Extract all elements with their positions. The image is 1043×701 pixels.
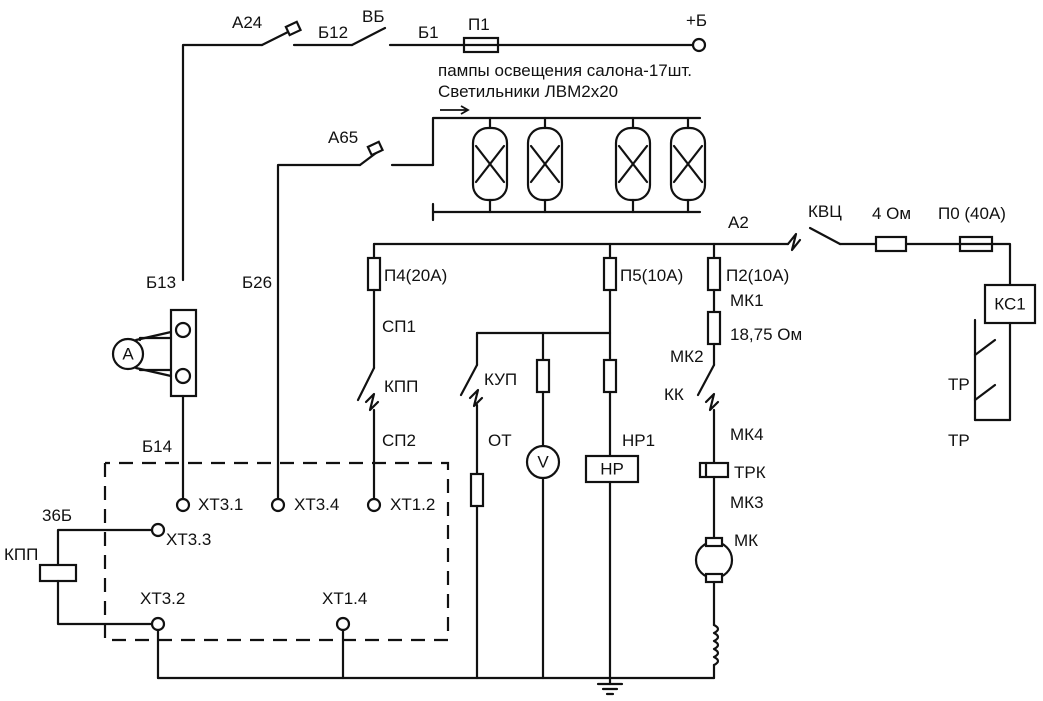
motor-mk bbox=[694, 540, 734, 580]
label-4-ohm: 4 Ом bbox=[872, 204, 911, 223]
connector-xt14 bbox=[335, 616, 351, 632]
label-ks1: КС1 bbox=[994, 294, 1025, 313]
relay-hp bbox=[584, 454, 640, 484]
label-plus-b: +Б bbox=[686, 11, 707, 30]
label-sp2: СП2 bbox=[382, 431, 416, 450]
kpp-coil-circuit bbox=[38, 522, 716, 680]
label-mk: МК bbox=[734, 531, 758, 550]
label-a24: А24 bbox=[232, 13, 262, 32]
lamp-fixture-4 bbox=[669, 116, 707, 214]
label-b14: Б14 bbox=[142, 437, 172, 456]
label-hp1: НР1 bbox=[622, 431, 655, 450]
label-kk: КК bbox=[664, 385, 684, 404]
connector-xt34 bbox=[270, 497, 286, 513]
label-kpp-switch: КПП bbox=[384, 377, 418, 396]
label-lamps-type: Светильники ЛВМ2х20 bbox=[438, 82, 618, 101]
label-voltmeter: V bbox=[537, 452, 549, 471]
ammeter bbox=[111, 330, 173, 378]
ammeter-shunt-block bbox=[138, 308, 198, 513]
lamp-fixture-3 bbox=[614, 116, 652, 214]
label-a2: А2 bbox=[728, 213, 749, 232]
label-vb: ВБ bbox=[362, 7, 385, 26]
label-a65: А65 bbox=[328, 128, 358, 147]
label-tr-1: ТР bbox=[948, 375, 970, 394]
label-kup: КУП bbox=[484, 370, 517, 389]
p4-branch bbox=[356, 242, 382, 513]
connector-xt32 bbox=[150, 616, 166, 632]
connector-xt33 bbox=[150, 522, 166, 538]
lamps-section bbox=[276, 105, 702, 502]
label-b26: Б26 bbox=[242, 273, 272, 292]
label-hp: НР bbox=[600, 459, 624, 478]
label-mk4: МК4 bbox=[730, 425, 764, 444]
label-mk3: МК3 bbox=[730, 493, 764, 512]
label-mk1: МК1 bbox=[730, 291, 764, 310]
label-kpp-coil: КПП bbox=[4, 545, 38, 564]
label-p0: П0 (40А) bbox=[938, 204, 1006, 223]
label-xt14: ХТ1.4 bbox=[322, 589, 367, 608]
a2-bus-and-compressor-feed bbox=[372, 226, 1037, 422]
label-ot: ОТ bbox=[488, 431, 512, 450]
label-b12: Б12 bbox=[318, 23, 348, 42]
label-xt33: ХТ3.3 bbox=[166, 530, 211, 549]
top-feed-line bbox=[181, 20, 707, 282]
dashed-panel bbox=[103, 461, 450, 642]
label-kvc: КВЦ bbox=[808, 202, 842, 221]
label-xt12: ХТ1.2 bbox=[390, 495, 435, 514]
ground-symbol bbox=[596, 682, 624, 696]
label-trk: ТРК bbox=[734, 463, 766, 482]
label-tr-2: ТР bbox=[948, 431, 970, 450]
lamp-fixture-2 bbox=[526, 116, 564, 214]
p2-compressor-branch bbox=[694, 242, 734, 680]
label-p2: П2(10А) bbox=[726, 266, 789, 285]
lamp-fixture-1 bbox=[471, 116, 509, 214]
label-mk2: МК2 bbox=[670, 347, 704, 366]
label-sp1: СП1 bbox=[382, 317, 416, 336]
label-b13: Б13 bbox=[146, 273, 176, 292]
label-lamps-count: пампы освещения салона-17шт. bbox=[438, 61, 692, 80]
label-ammeter: А bbox=[122, 344, 134, 363]
label-xt31: ХТ3.1 bbox=[198, 495, 243, 514]
label-p5: П5(10А) bbox=[620, 266, 683, 285]
label-18-75-ohm: 18,75 Ом bbox=[730, 325, 802, 344]
label-xt34: ХТ3.4 bbox=[294, 495, 339, 514]
label-36b: 36Б bbox=[42, 506, 72, 525]
label-p4: П4(20А) bbox=[384, 266, 447, 285]
label-xt32: ХТ3.2 bbox=[140, 589, 185, 608]
label-p1: П1 bbox=[468, 15, 490, 34]
label-b1: Б1 bbox=[418, 23, 439, 42]
p5-branch bbox=[459, 242, 640, 686]
